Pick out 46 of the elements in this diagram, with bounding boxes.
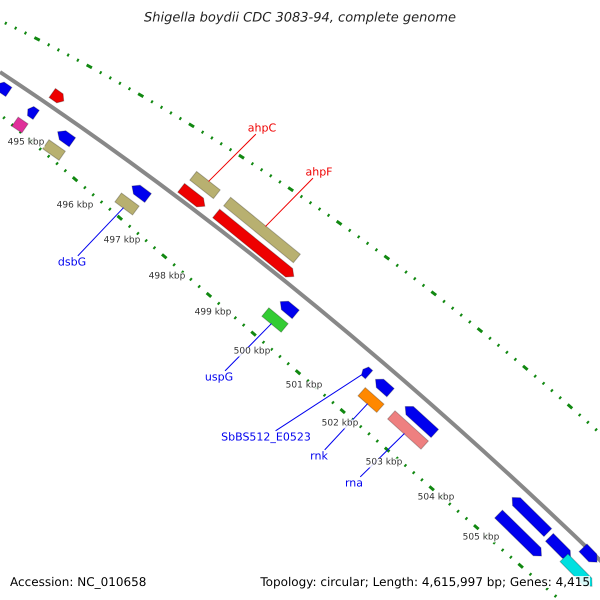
gene-label: uspG	[204, 372, 234, 382]
gene-feature	[57, 130, 76, 148]
gene-feature	[261, 307, 289, 333]
gene-feature	[512, 496, 552, 538]
gene-feature	[386, 410, 430, 450]
gene-feature	[0, 82, 13, 98]
gene-label: rnk	[310, 450, 328, 462]
position-label: 499 kbp	[194, 308, 232, 318]
gene-feature	[544, 532, 572, 560]
gene-label: ahpC	[248, 122, 276, 134]
gene-label: SbBS512_E0523	[221, 432, 311, 442]
position-label: 504 kbp	[418, 494, 454, 502]
title: Shigella boydii CDC 3083-94, complete genome	[144, 12, 456, 24]
gene-feature	[357, 386, 385, 414]
leader-line	[208, 134, 256, 182]
gene-feature	[360, 366, 374, 380]
leader-line	[265, 178, 314, 227]
gene-feature	[114, 192, 140, 216]
leader-line	[77, 207, 124, 256]
gene-feature	[222, 196, 302, 264]
gene-feature	[48, 88, 64, 104]
position-label: 505 kbp	[462, 534, 500, 542]
genome-info-text: Topology: circular; Length: 4,615,997 bp; Genes: 4,415	[260, 576, 590, 588]
gene-label: ahpF	[305, 166, 333, 178]
gene-feature	[404, 406, 440, 438]
gene-feature	[11, 116, 29, 134]
position-label: 503 kbp	[366, 458, 402, 468]
gene-feature	[26, 106, 40, 120]
gene-feature	[578, 543, 598, 563]
gene-feature	[374, 378, 395, 398]
position-label: 497 kbp	[104, 236, 140, 246]
gene-label: dsbG	[58, 256, 86, 268]
position-label: 496 kbp	[56, 202, 94, 210]
gene-label: rna	[344, 478, 364, 488]
position-label: 501 kbp	[286, 382, 322, 390]
gene-feature	[212, 208, 294, 278]
gene-feature	[131, 184, 152, 204]
gene-feature	[177, 182, 206, 208]
position-label: 500 kbp	[234, 348, 270, 356]
gene-feature	[189, 170, 221, 200]
position-label: 502 kbp	[322, 420, 358, 428]
accession-text: Accession: NC_010658	[10, 576, 146, 588]
position-label: 495 kbp	[8, 138, 44, 148]
gene-feature	[280, 300, 300, 320]
leader-line	[275, 374, 362, 432]
position-label: 498 kbp	[148, 272, 186, 282]
